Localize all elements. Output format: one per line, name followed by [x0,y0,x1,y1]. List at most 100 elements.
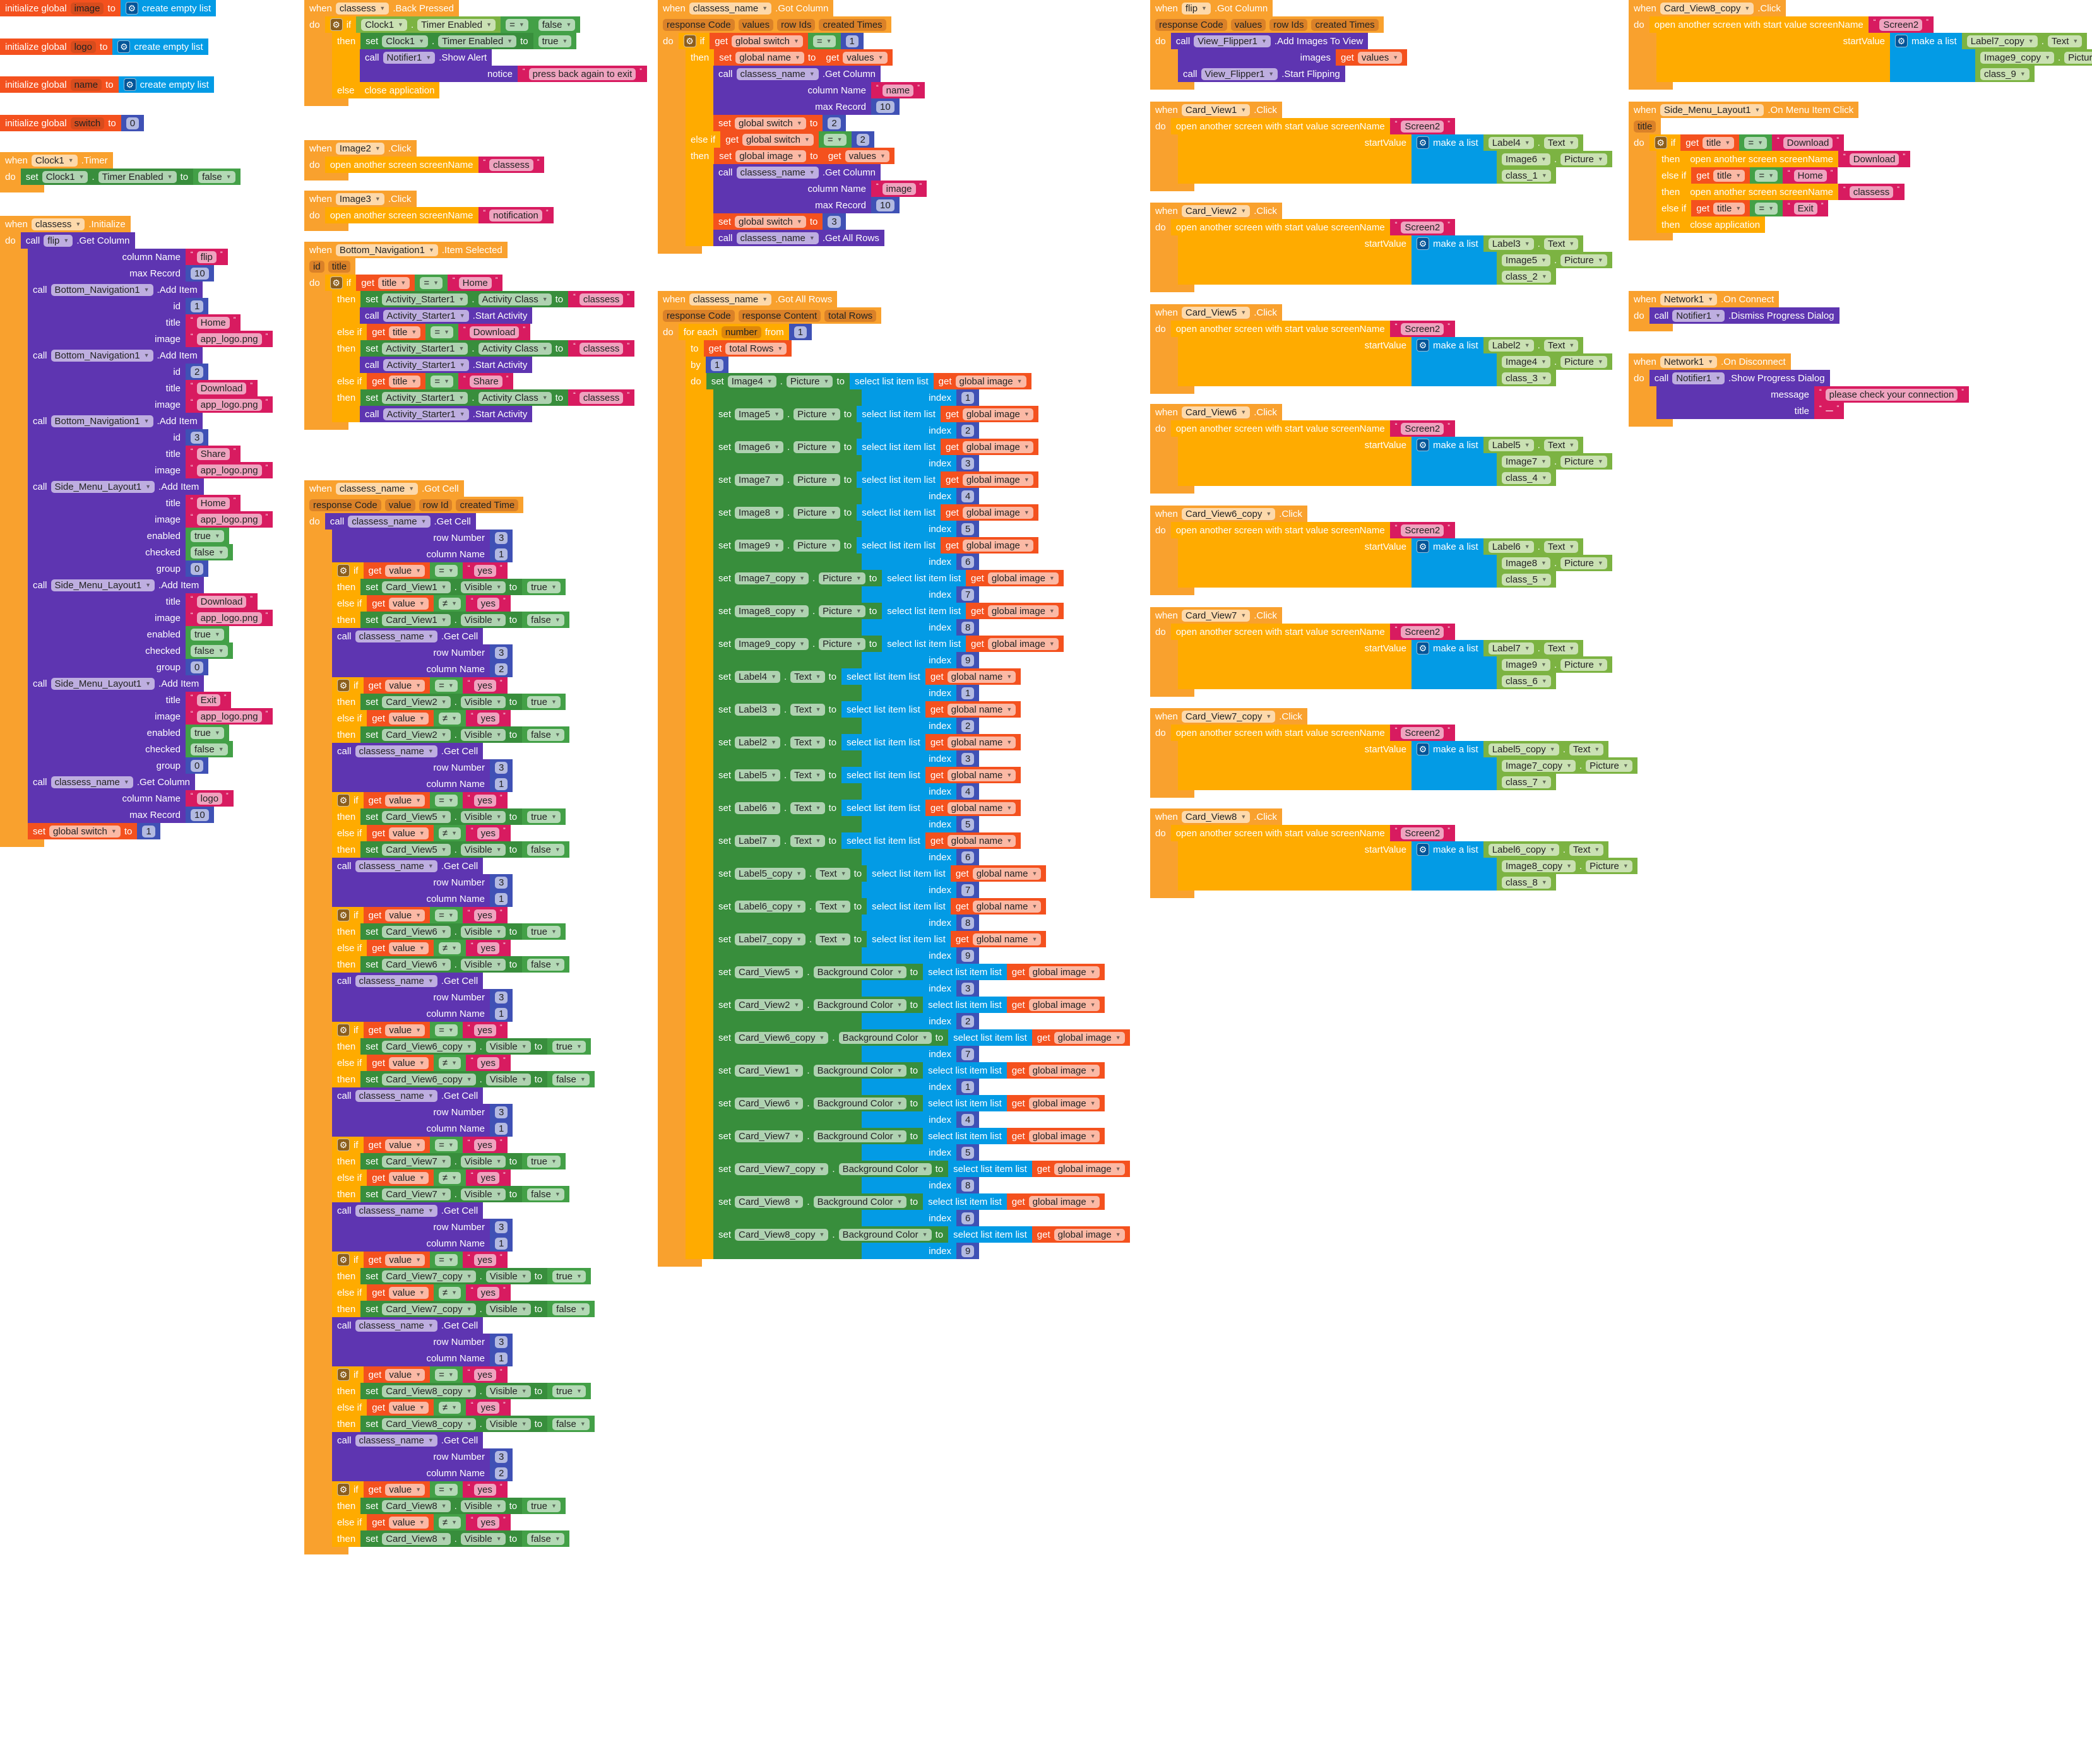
list-block[interactable] [1412,167,1497,184]
logic-block[interactable]: =▼ [818,131,852,148]
control-block[interactable]: startValue [1178,841,1412,858]
control-block[interactable]: else if [332,1399,367,1416]
mutator-gear-icon[interactable]: ⚙ [337,1253,350,1266]
getter-block[interactable]: Label7▼.Text▼ [1483,640,1584,656]
getter-block[interactable]: class_9▼ [1975,66,2035,82]
dropdown-field[interactable]: values▼ [845,150,889,162]
event-block[interactable] [1150,741,1178,757]
control-block[interactable] [1178,656,1412,673]
dropdown-field[interactable]: =▼ [1744,136,1767,149]
event-block[interactable] [0,331,28,347]
control-block[interactable]: ⚙if [332,1481,364,1498]
event-block[interactable] [658,832,686,849]
number-block[interactable]: 3 [956,455,980,471]
event-block[interactable]: do [1150,321,1171,337]
event-block[interactable] [658,783,686,800]
mutator-gear-icon[interactable]: ⚙ [337,679,350,692]
event-block[interactable] [304,1087,332,1104]
dropdown-field[interactable]: Text▼ [1569,743,1604,755]
list-block[interactable]: index [862,586,956,603]
control-block[interactable]: else if [1656,200,1692,216]
event-block[interactable]: do [304,513,325,530]
event-block[interactable] [304,1350,332,1366]
dropdown-field[interactable]: Image7_copy▼ [735,572,809,584]
logic-block[interactable]: =▼ [1739,134,1772,151]
list-block[interactable]: select list item list [841,767,925,783]
number-value[interactable]: 9 [961,1245,975,1257]
dropdown-field[interactable]: Text▼ [790,703,825,716]
list-block[interactable]: index [862,718,956,734]
dropdown-field[interactable]: Image2▼ [335,142,384,155]
dropdown-field[interactable]: Label3▼ [735,703,780,716]
dropdown-field[interactable]: Image9_copy▼ [1980,51,2054,64]
method-call-block[interactable]: max Record [713,197,871,213]
method-call-block[interactable]: image [28,396,186,413]
event-block[interactable] [1150,571,1178,588]
event-block[interactable] [304,530,332,546]
control-block[interactable] [686,1029,713,1046]
number-value[interactable]: 1 [793,326,807,338]
event-block[interactable] [1150,858,1178,874]
logic-block[interactable]: true▼ [522,1153,566,1169]
dropdown-field[interactable]: Image6▼ [735,441,783,453]
dropdown-field[interactable]: Picture▼ [1560,658,1607,671]
event-block[interactable] [0,757,28,774]
logic-block[interactable]: true▼ [533,33,577,49]
event-block[interactable] [658,931,686,947]
control-block[interactable] [686,1226,713,1243]
logic-block[interactable]: false▼ [547,1301,595,1317]
setter-block[interactable] [713,1079,862,1095]
control-block[interactable] [686,668,713,685]
dropdown-field[interactable]: true▼ [191,726,224,739]
dropdown-field[interactable]: Text▼ [816,900,850,913]
event-block[interactable] [1629,200,1656,216]
text-value[interactable]: Download [196,382,247,394]
text-value[interactable]: yes [473,1139,496,1151]
control-block[interactable]: ⚙if [678,33,710,49]
number-block[interactable]: 2 [490,661,513,677]
control-block[interactable]: ⚙if [332,562,364,579]
dropdown-field[interactable]: Picture▼ [2064,51,2092,64]
dropdown-field[interactable]: Picture▼ [786,375,833,388]
event-block[interactable] [658,701,686,718]
parameter-name[interactable]: id [309,260,324,273]
dropdown-field[interactable]: =▼ [431,375,453,388]
dropdown-field[interactable]: value▼ [389,712,429,725]
text-block[interactable]: “yes” [462,562,508,579]
event-block[interactable] [658,1243,686,1259]
dropdown-field[interactable]: global name▼ [947,703,1016,716]
dropdown-field[interactable]: false▼ [538,18,576,31]
event-block[interactable] [1150,268,1178,285]
dropdown-field[interactable]: Card_View7_copy▼ [1181,710,1276,723]
parameter-name[interactable]: response Code [663,18,735,31]
dropdown-field[interactable]: true▼ [527,1155,561,1168]
event-block[interactable] [658,816,686,832]
event-block[interactable] [0,429,28,446]
getter-block[interactable]: Image9_copy▼.Picture▼ [1975,49,2092,66]
dropdown-field[interactable]: Text▼ [790,670,825,683]
number-block[interactable]: 4 [956,783,980,800]
dropdown-field[interactable]: global image▼ [1028,1097,1100,1110]
dropdown-field[interactable]: global switch▼ [742,133,814,146]
parameter-name[interactable]: value [384,499,415,511]
list-block[interactable]: select list item list [849,373,934,389]
event-block[interactable] [0,511,28,528]
control-block[interactable]: ⚙if [332,1252,364,1268]
number-value[interactable]: 2 [961,424,975,437]
control-block[interactable] [1178,370,1412,386]
